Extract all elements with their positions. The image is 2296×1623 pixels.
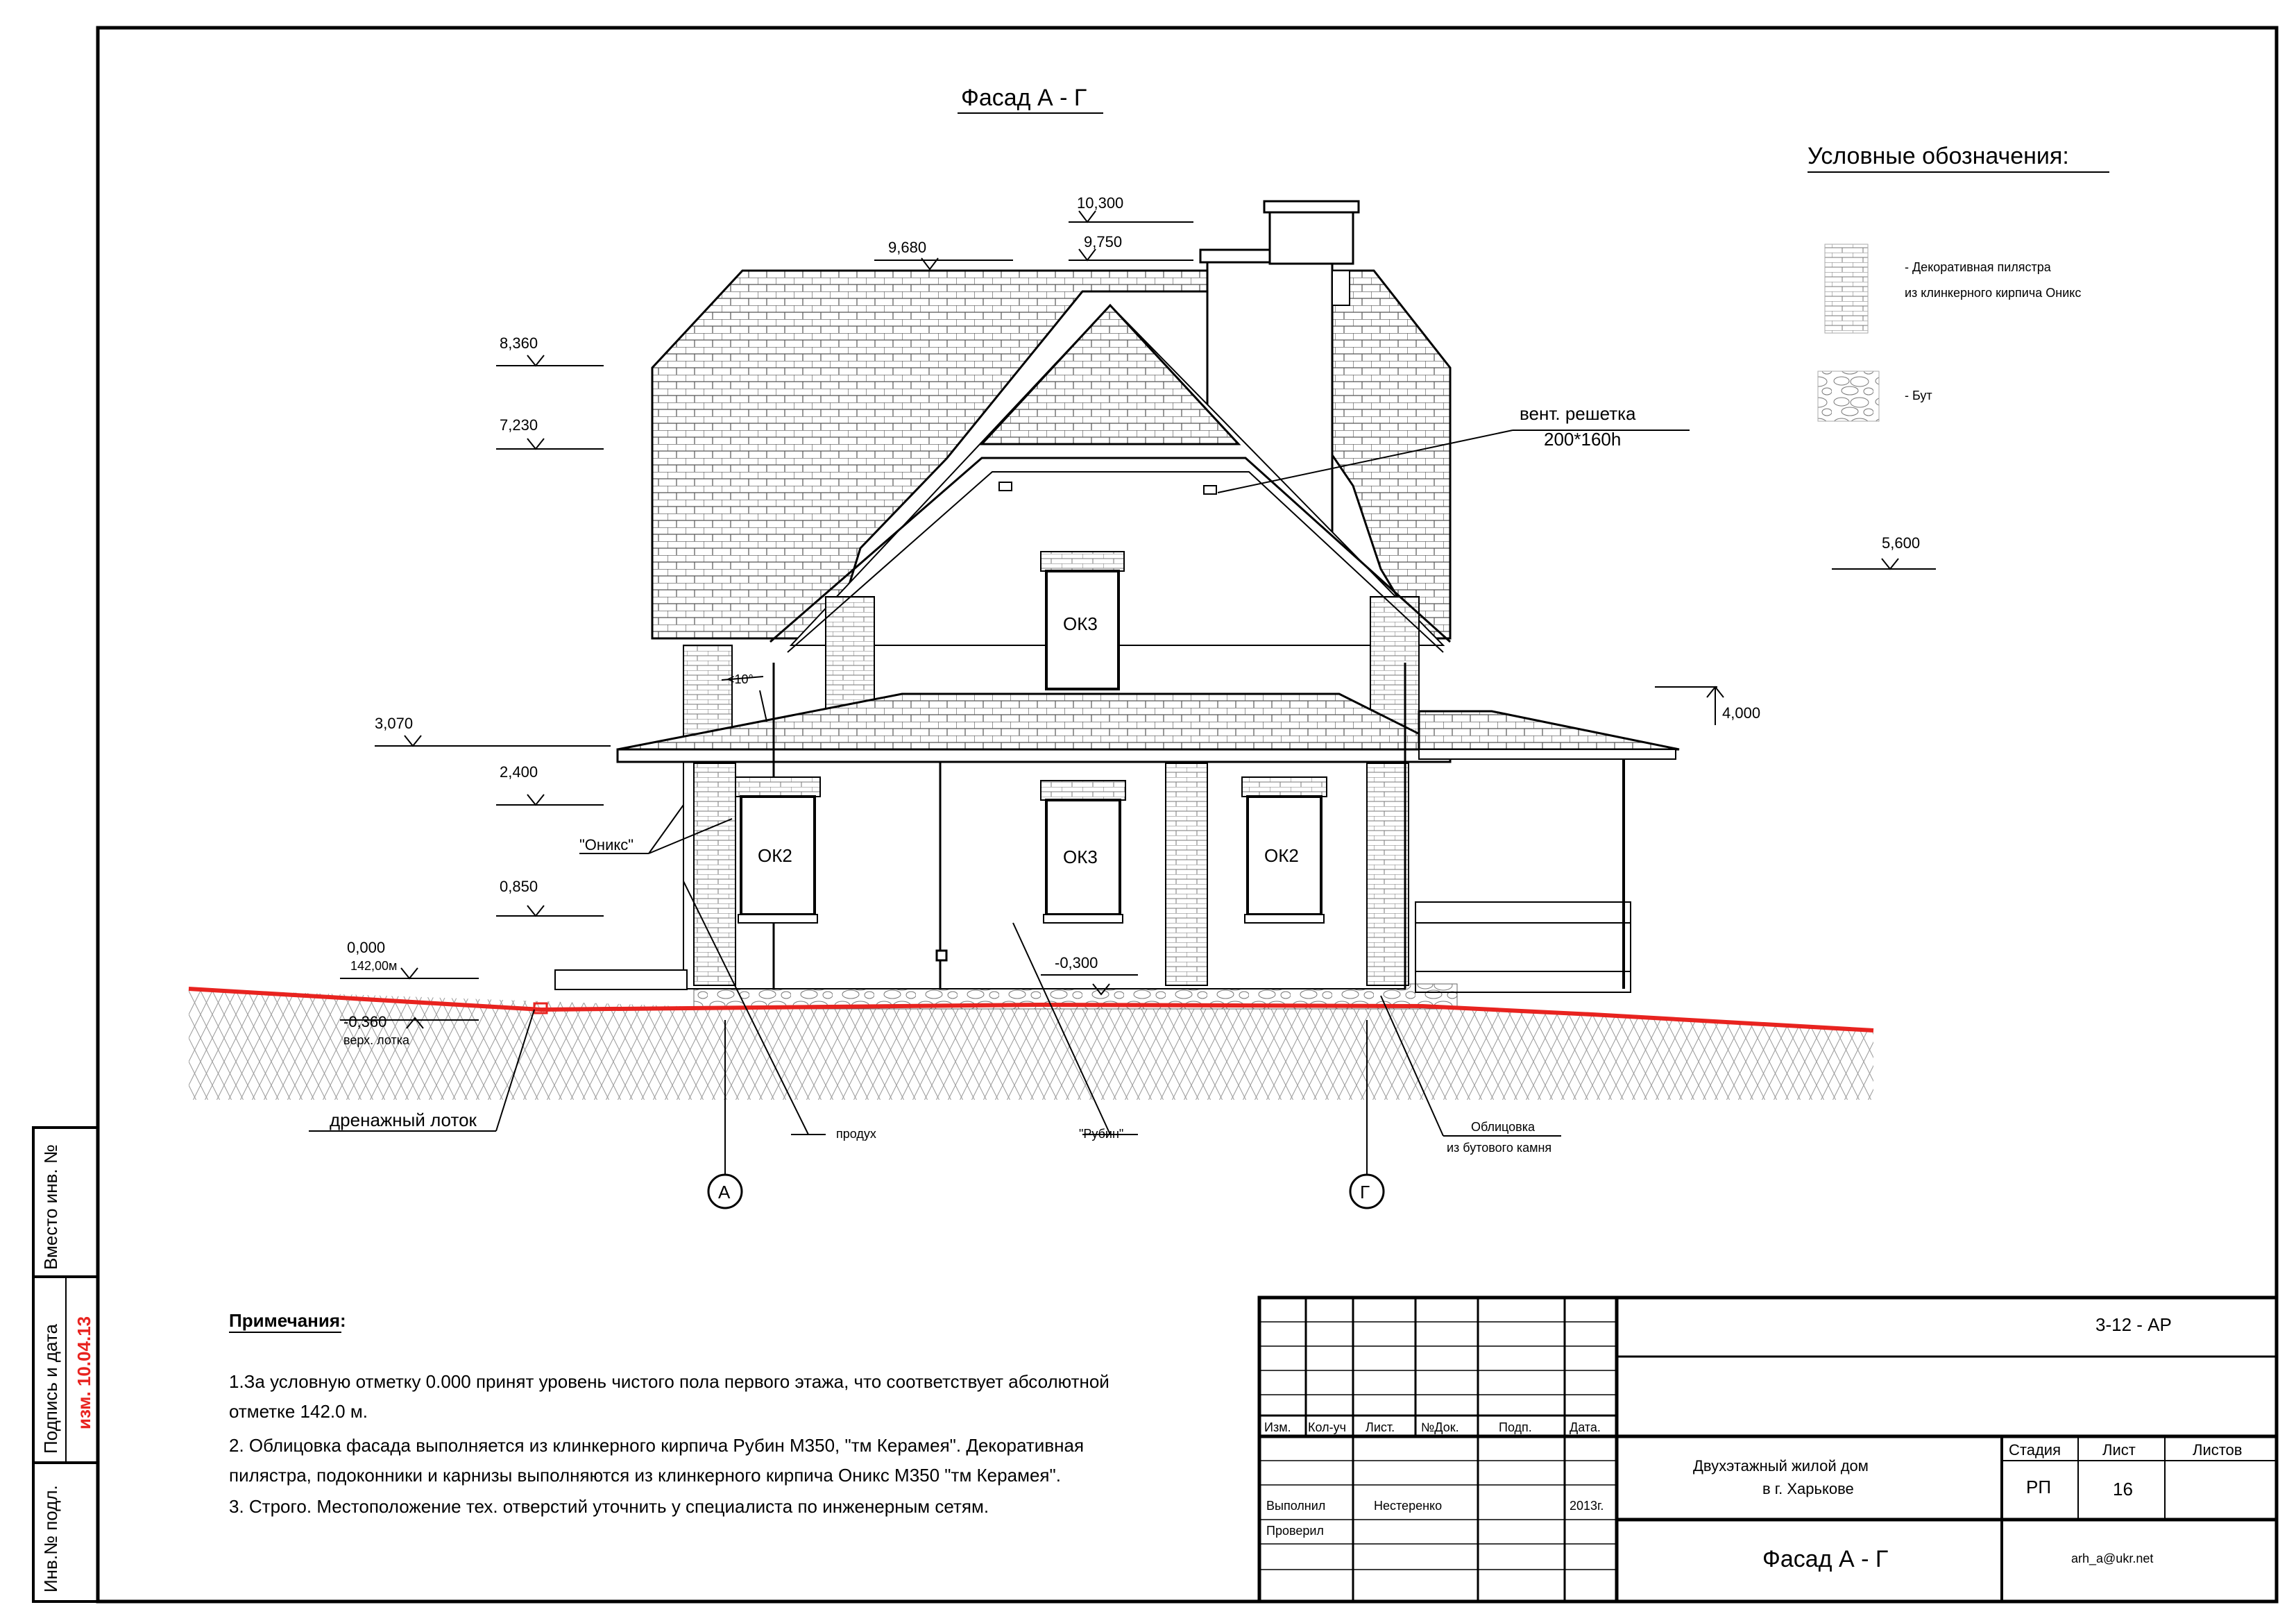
stamp-sheet-title: Фасад А - Г bbox=[1762, 1546, 1888, 1572]
ground-line bbox=[188, 987, 1874, 1033]
side-inv-replace: Вместо инв. № bbox=[40, 1144, 61, 1270]
side-stamp: Вместо инв. № Подпись и дата изм. 10.04.… bbox=[32, 1126, 99, 1603]
stamp-code: 3-12 - АР bbox=[2095, 1314, 2172, 1335]
window-ok2-right: ОК2 bbox=[1241, 776, 1327, 924]
cladding-callout-1: Облицовка bbox=[1471, 1120, 1536, 1134]
level-0000-sub: 142,00м bbox=[350, 959, 397, 973]
vent-callout: вент. решетка bbox=[1520, 403, 1636, 424]
vent-grille-right bbox=[1203, 485, 1217, 495]
notes-line-1: 1.За условную отметку 0.000 принят урове… bbox=[229, 1371, 1109, 1392]
axis-a-label: А bbox=[718, 1182, 731, 1203]
axis-g-label: Г bbox=[1360, 1182, 1370, 1203]
stamp-header-doc: №Док. bbox=[1421, 1420, 1459, 1434]
cladding-callout-2: из бутового камня bbox=[1447, 1141, 1551, 1155]
notes-line-2: отметке 142.0 м. bbox=[229, 1401, 368, 1422]
level-9750: 9,750 bbox=[1084, 233, 1122, 250]
level-minus0360: -0,360 bbox=[343, 1013, 386, 1030]
level-2400: 2,400 bbox=[500, 763, 538, 781]
level-0000: 0,000 bbox=[347, 939, 385, 956]
legend-brick-swatch bbox=[1824, 244, 1869, 334]
stamp-performed-label: Выполнил bbox=[1266, 1499, 1325, 1513]
level-7230: 7,230 bbox=[500, 416, 538, 434]
legend-title: Условные обозначения: bbox=[1808, 143, 2069, 169]
legend: Условные обозначения: - Декоративная пил… bbox=[1808, 143, 2109, 422]
legend-item-1-line2: из клинкерного кирпича Оникс bbox=[1905, 286, 2081, 300]
level-minus0300: -0,300 bbox=[1055, 954, 1098, 971]
side-inv-orig: Инв.№ подл. bbox=[40, 1485, 61, 1592]
stamp-performed-date: 2013г. bbox=[1570, 1499, 1604, 1513]
window-ok2-left: ОК2 bbox=[735, 776, 821, 924]
window-ok3-ground-label: ОК3 bbox=[1063, 847, 1098, 867]
callout-leaders bbox=[309, 430, 1690, 1180]
stamp-header-sign: Подп. bbox=[1499, 1420, 1532, 1434]
stamp-stage-value: РП bbox=[2026, 1477, 2051, 1497]
drawing-title: Фасад А - Г bbox=[961, 85, 1087, 111]
onyx-callout: "Оникс" bbox=[579, 836, 633, 853]
title-block-text: 3-12 - АР Изм. Кол-уч Лист. №Док. Подп. … bbox=[1264, 1314, 2242, 1572]
window-ok2-right-label: ОК2 bbox=[1264, 845, 1299, 866]
level-minus0360-sub: верх. лотка bbox=[343, 1033, 410, 1047]
ground bbox=[188, 983, 1874, 1100]
stamp-stage-label: Стадия bbox=[2009, 1441, 2061, 1459]
axis-markers: А Г bbox=[707, 1173, 1385, 1209]
notes-line-4: пилястра, подоконники и карнизы выполняю… bbox=[229, 1465, 1061, 1486]
title-block bbox=[1257, 1295, 2279, 1604]
level-8360: 8,360 bbox=[500, 334, 538, 352]
window-ok3-attic: ОК3 bbox=[1040, 551, 1125, 690]
window-ok3-ground: ОК3 bbox=[1040, 780, 1126, 924]
stamp-email: arh_a@ukr.net bbox=[2071, 1552, 2153, 1566]
stamp-project-line2: в г. Харькове bbox=[1762, 1480, 1854, 1497]
level-5600: 5,600 bbox=[1882, 534, 1920, 552]
legend-item-1-line1: - Декоративная пилястра bbox=[1905, 260, 2052, 274]
level-3070: 3,070 bbox=[375, 715, 413, 732]
level-10300: 10,300 bbox=[1077, 194, 1123, 212]
drain-tray-icon bbox=[533, 1002, 548, 1014]
legend-stone-swatch bbox=[1817, 371, 1880, 422]
stamp-performed-name: Нестеренко bbox=[1374, 1499, 1442, 1513]
stamp-header-kol: Кол-уч bbox=[1308, 1420, 1346, 1434]
window-ok3-attic-label: ОК3 bbox=[1063, 613, 1098, 634]
notes-line-5: 3. Строго. Местоположение тех. отверстий… bbox=[229, 1496, 989, 1517]
drain-callout: дренажный лоток bbox=[330, 1110, 477, 1130]
stamp-header-list: Лист. bbox=[1366, 1420, 1395, 1434]
side-revision: изм. 10.04.13 bbox=[74, 1316, 94, 1429]
vent-hole-callout: продух bbox=[836, 1127, 876, 1141]
side-sign-date: Подпись и дата bbox=[40, 1323, 61, 1454]
level-4000: 4,000 bbox=[1722, 704, 1760, 722]
vent-grille-left bbox=[998, 482, 1012, 491]
notes-title: Примечания: bbox=[229, 1310, 346, 1331]
rubin-callout: "Рубин" bbox=[1079, 1127, 1123, 1141]
stamp-sheet-label: Лист bbox=[2102, 1441, 2136, 1459]
stamp-header-izm: Изм. bbox=[1264, 1420, 1291, 1434]
slope-callout: <10° bbox=[727, 672, 754, 686]
level-0850: 0,850 bbox=[500, 878, 538, 895]
callout-labels: вент. решетка 200*160h "Оникс" <10° дрен… bbox=[330, 403, 1636, 1155]
window-ok2-left-label: ОК2 bbox=[758, 845, 792, 866]
level-9680: 9,680 bbox=[888, 239, 926, 256]
stamp-sheets-label: Листов bbox=[2193, 1441, 2242, 1459]
notes-line-3: 2. Облицовка фасада выполняется из клинк… bbox=[229, 1435, 1084, 1456]
sheet-frame bbox=[96, 26, 2279, 1604]
vent-size-callout: 200*160h bbox=[1544, 429, 1621, 450]
stamp-project-line1: Двухэтажный жилой дом bbox=[1693, 1457, 1869, 1475]
level-marks bbox=[340, 210, 1936, 1029]
notes: Примечания: 1.За условную отметку 0.000 … bbox=[229, 1310, 1109, 1517]
legend-item-2-line1: - Бут bbox=[1905, 389, 1932, 402]
axis-a-marker bbox=[707, 1173, 743, 1209]
level-labels: 10,300 9,750 9,680 8,360 7,230 5,600 4,0… bbox=[343, 194, 1920, 1047]
axis-g-marker bbox=[1349, 1173, 1385, 1209]
stamp-header-date: Дата. bbox=[1570, 1420, 1601, 1434]
stamp-sheet-value: 16 bbox=[2113, 1479, 2133, 1499]
stamp-checked-label: Проверил bbox=[1266, 1524, 1324, 1538]
